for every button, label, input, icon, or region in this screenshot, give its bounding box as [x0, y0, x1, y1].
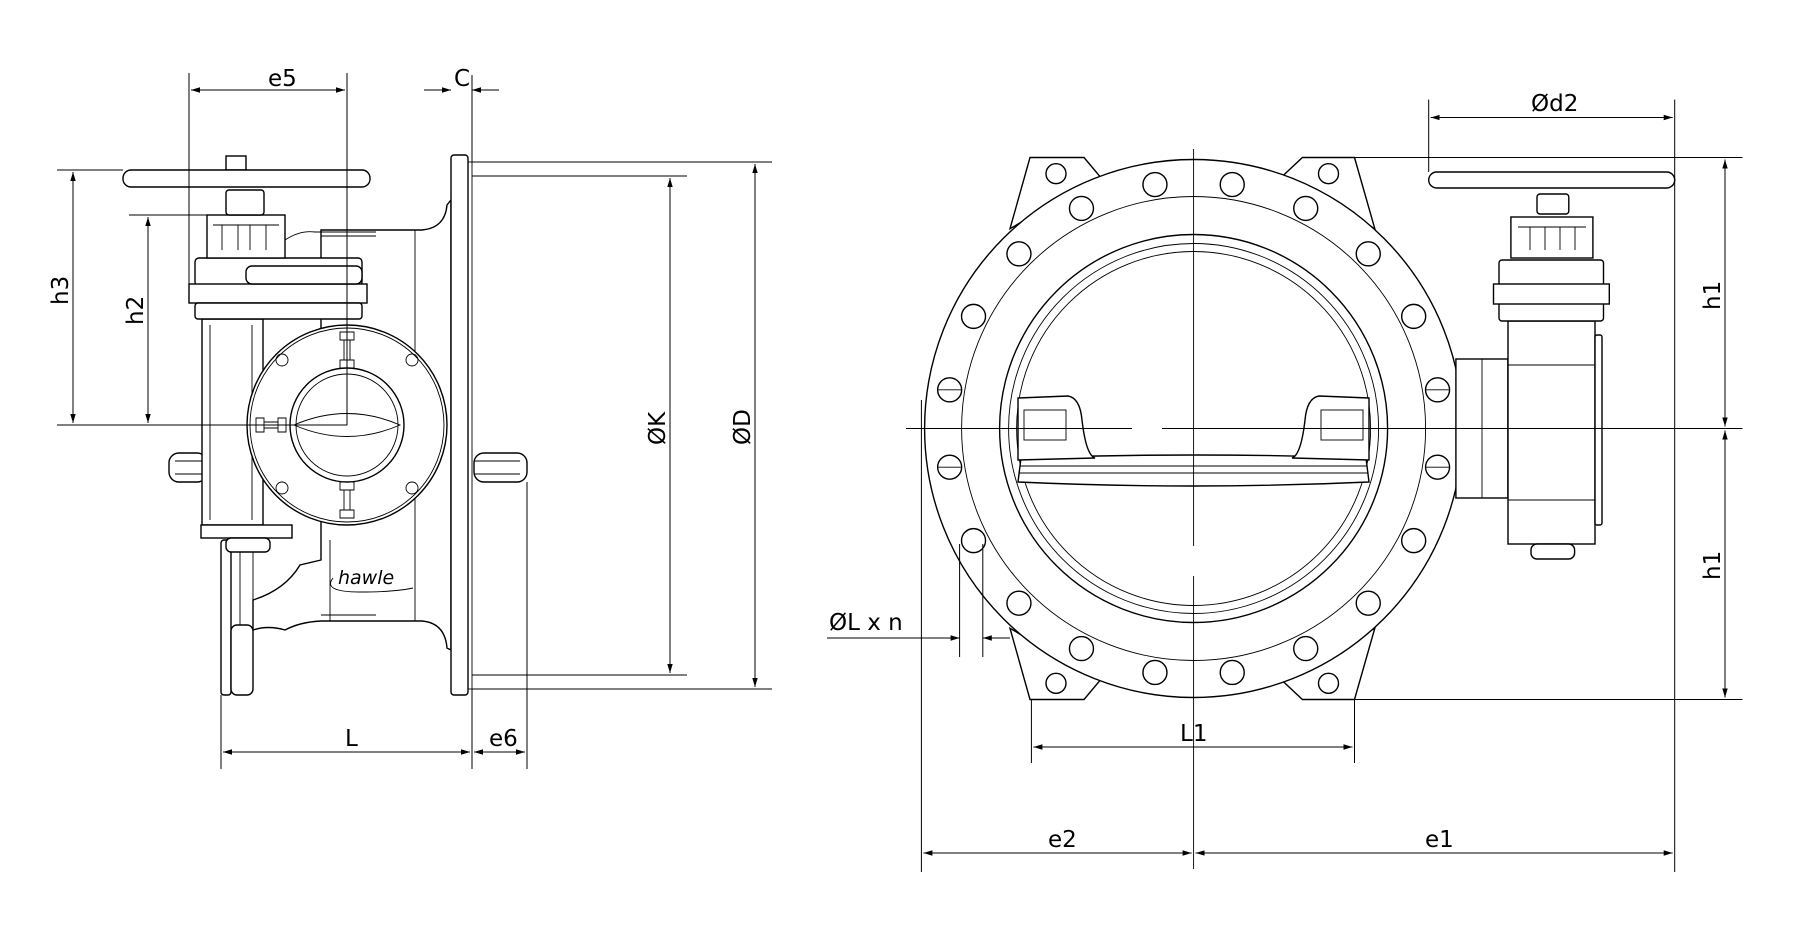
dim-d: ØD	[730, 409, 756, 445]
dim-bolt-holes: ØL x n	[829, 610, 903, 636]
front-dimensions: h1 h1 Ød2 L1 e2 e1 ØL x n	[827, 91, 1743, 872]
side-actuator	[122, 155, 376, 553]
bolt-hole	[1219, 171, 1245, 198]
bolt-hole	[1142, 171, 1168, 198]
front-view: h1 h1 Ød2 L1 e2 e1 ØL x n	[827, 91, 1743, 872]
dim-k: ØK	[645, 411, 671, 445]
front-handwheel[interactable]	[1427, 171, 1676, 189]
dim-c: C	[454, 66, 470, 92]
dim-h3: h3	[48, 276, 74, 305]
lug-hole	[1317, 672, 1340, 694]
right-flange	[450, 154, 473, 696]
dim-h1-bottom: h1	[1700, 551, 1726, 580]
side-view: hawle e5 C h3 h2 ØD	[48, 66, 772, 769]
dim-e6: e6	[489, 726, 518, 752]
bolt-hole	[1068, 635, 1095, 662]
lug-hole	[1045, 672, 1067, 694]
bolt-hole	[1400, 303, 1427, 330]
dim-d2: Ød2	[1531, 91, 1578, 117]
left-flange	[220, 539, 254, 696]
gearbox-bolts	[275, 353, 419, 495]
dim-h1-top: h1	[1700, 281, 1726, 310]
lug-hole	[1317, 162, 1340, 185]
bolt-hole	[960, 527, 987, 554]
bolt-hole	[1006, 241, 1032, 267]
bolt-holes	[936, 171, 1451, 686]
dim-h2: h2	[123, 296, 149, 325]
dim-l: L	[345, 726, 358, 752]
side-lug-right	[473, 452, 528, 483]
bolt-hole	[1400, 527, 1427, 554]
bolt-hole	[1142, 659, 1168, 686]
lug-holes	[1045, 162, 1340, 694]
side-dimensions: e5 C h3 h2 ØD ØK L	[48, 66, 772, 769]
bolt-hole	[960, 303, 987, 330]
bolt-hole	[1068, 195, 1095, 222]
bolt-hole	[1293, 195, 1319, 222]
dim-e2: e2	[1048, 827, 1077, 853]
bolt-hole	[1006, 590, 1032, 616]
dim-l1: L1	[1180, 721, 1207, 747]
front-actuator	[1427, 171, 1676, 560]
hawle-logo: hawle	[330, 567, 414, 593]
svg-text:hawle: hawle	[338, 567, 394, 589]
bolt-hole	[1355, 590, 1381, 616]
dim-e1: e1	[1425, 827, 1454, 853]
side-handwheel[interactable]	[122, 169, 371, 188]
bolt-hole	[1219, 659, 1245, 686]
dim-e5: e5	[268, 66, 297, 92]
bolt-hole	[1293, 635, 1319, 662]
lug-hole	[1045, 162, 1067, 185]
bolt-hole	[1355, 241, 1381, 267]
